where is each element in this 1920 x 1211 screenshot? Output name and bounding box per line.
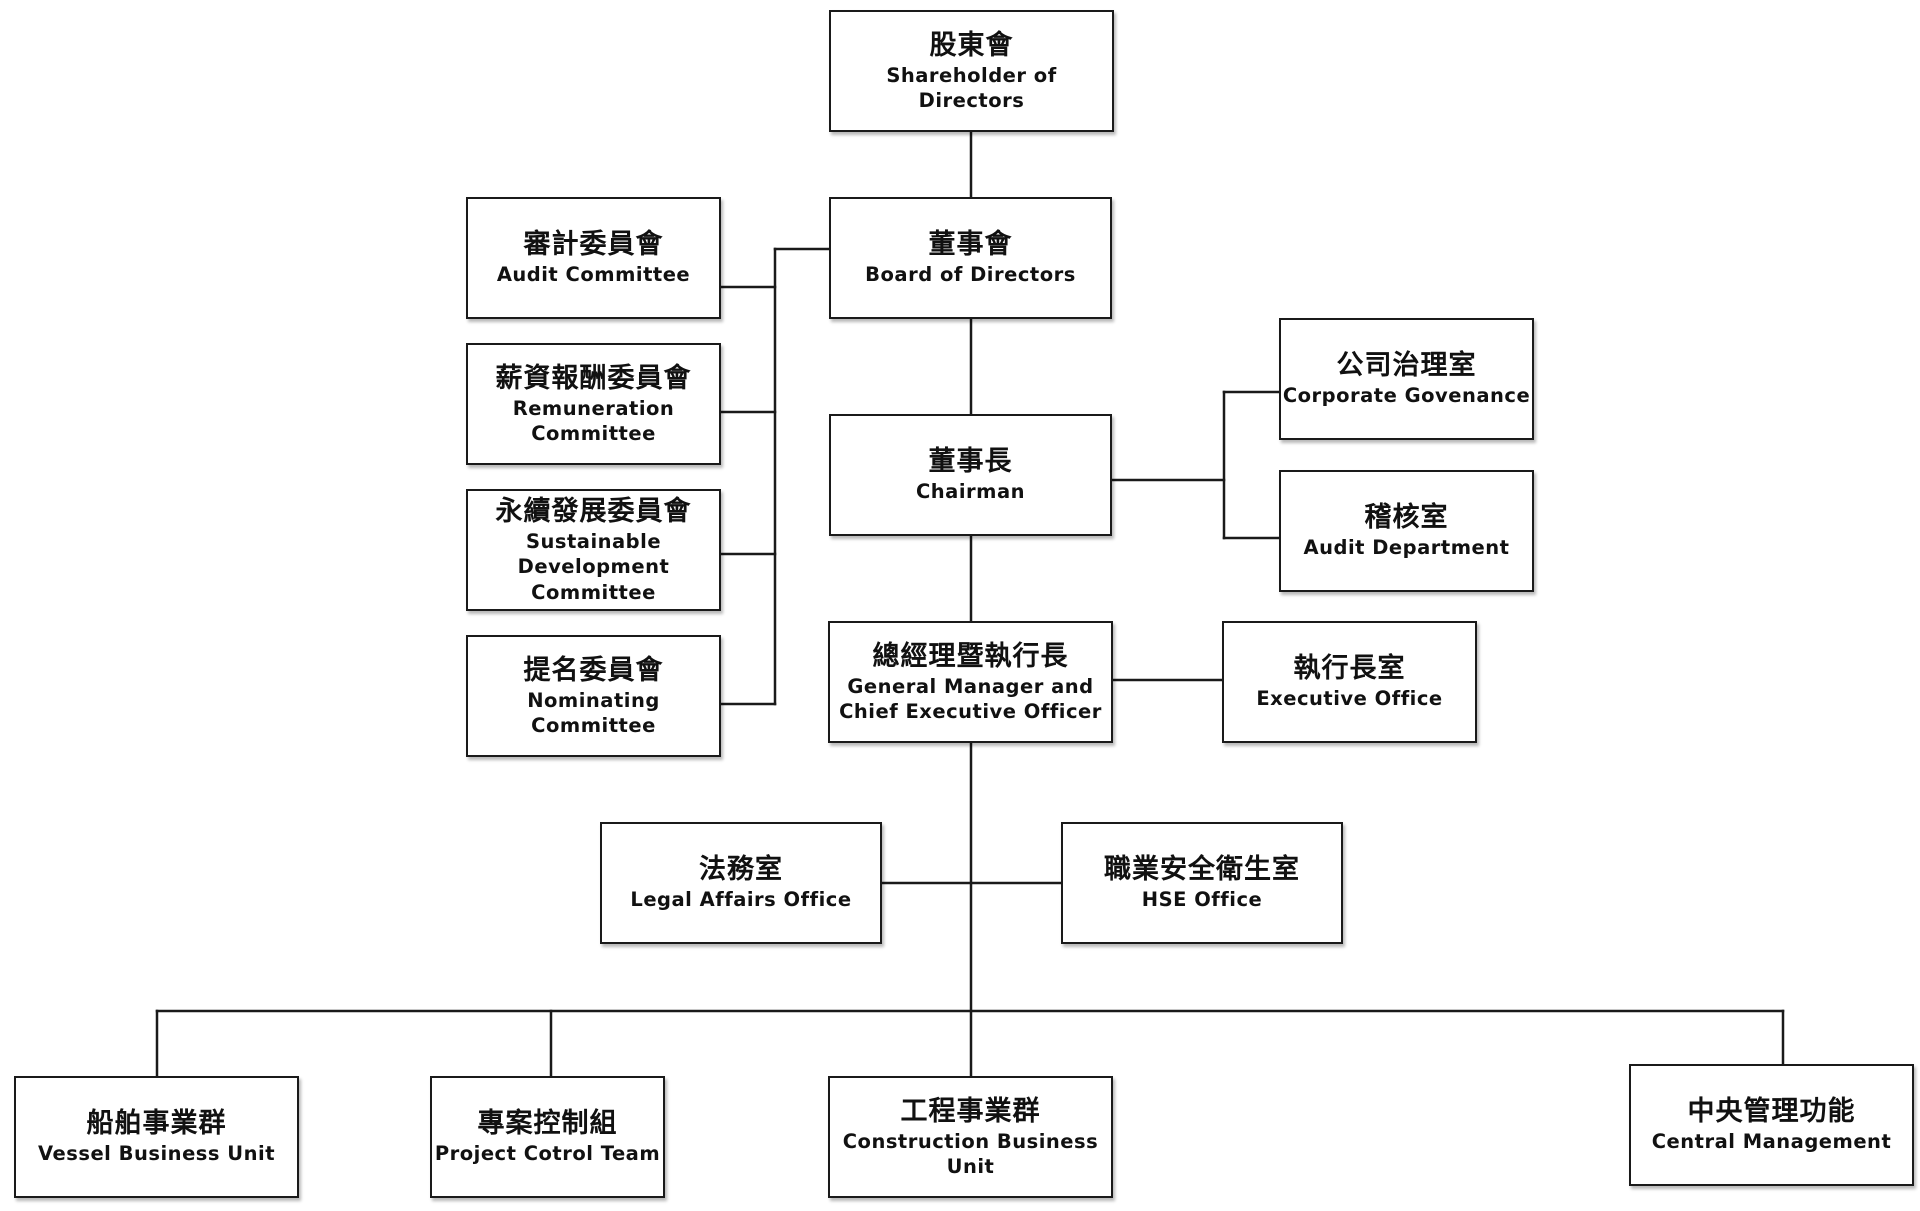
- node-project-zh: 專案控制組: [477, 1108, 618, 1140]
- node-vessel-en: Vessel Business Unit: [37, 1142, 276, 1166]
- node-shareholders-en: Shareholder of Directors: [886, 63, 1057, 112]
- node-project-en: Project Cotrol Team: [434, 1142, 661, 1166]
- node-central-zh: 中央管理功能: [1687, 1096, 1856, 1128]
- node-corporate-governance-zh: 公司治理室: [1336, 350, 1477, 382]
- node-gm-ceo-en: General Manager and Chief Executive Offi…: [839, 674, 1102, 723]
- node-legal-affairs-office: 法務室 Legal Affairs Office: [600, 822, 882, 944]
- node-executive-office-en: Executive Office: [1256, 687, 1443, 711]
- node-chairman-zh: 董事長: [928, 446, 1013, 478]
- node-executive-office: 執行長室 Executive Office: [1222, 621, 1477, 743]
- node-nominating-committee-en: Nominating Committee: [527, 688, 660, 737]
- node-construction-business-unit: 工程事業群 Construction Business Unit: [828, 1076, 1113, 1198]
- node-corporate-governance: 公司治理室 Corporate Govenance: [1279, 318, 1534, 440]
- node-chairman: 董事長 Chairman: [829, 414, 1112, 536]
- node-audit-department-en: Audit Department: [1303, 536, 1510, 560]
- node-gm-ceo-zh: 總經理暨執行長: [872, 640, 1069, 672]
- node-audit-committee: 審計委員會 Audit Committee: [466, 197, 721, 319]
- node-remuneration-committee-zh: 薪資報酬委員會: [495, 362, 692, 394]
- node-remuneration-committee-en: Remuneration Committee: [512, 396, 675, 445]
- node-nominating-committee-zh: 提名委員會: [523, 654, 664, 686]
- node-project-control-team: 專案控制組 Project Cotrol Team: [430, 1076, 665, 1198]
- node-gm-ceo: 總經理暨執行長 General Manager and Chief Execut…: [828, 621, 1113, 743]
- node-vessel-zh: 船舶事業群: [86, 1108, 227, 1140]
- node-hse-en: HSE Office: [1141, 888, 1263, 912]
- node-sustainable-committee-en: Sustainable Development Committee: [517, 529, 670, 604]
- node-executive-office-zh: 執行長室: [1293, 653, 1406, 685]
- node-board-en: Board of Directors: [865, 263, 1076, 287]
- node-legal-en: Legal Affairs Office: [630, 888, 852, 912]
- node-hse-zh: 職業安全衛生室: [1104, 854, 1300, 886]
- node-construction-en: Construction Business Unit: [842, 1129, 1099, 1178]
- node-shareholders-zh: 股東會: [929, 29, 1014, 61]
- node-shareholders: 股東會 Shareholder of Directors: [829, 10, 1114, 132]
- node-remuneration-committee: 薪資報酬委員會 Remuneration Committee: [466, 343, 721, 465]
- node-nominating-committee: 提名委員會 Nominating Committee: [466, 635, 721, 757]
- node-audit-department-zh: 稽核室: [1364, 502, 1449, 534]
- node-audit-committee-zh: 審計委員會: [523, 229, 664, 261]
- node-vessel-business-unit: 船舶事業群 Vessel Business Unit: [14, 1076, 299, 1198]
- node-audit-committee-en: Audit Committee: [496, 263, 691, 287]
- node-chairman-en: Chairman: [915, 480, 1025, 504]
- node-sustainable-development-committee: 永續發展委員會 Sustainable Development Committe…: [466, 489, 721, 611]
- node-legal-zh: 法務室: [699, 854, 783, 886]
- node-board-of-directors: 董事會 Board of Directors: [829, 197, 1112, 319]
- node-central-management: 中央管理功能 Central Management: [1629, 1064, 1914, 1186]
- node-board-zh: 董事會: [928, 229, 1013, 261]
- node-construction-zh: 工程事業群: [900, 1095, 1041, 1127]
- node-audit-department: 稽核室 Audit Department: [1279, 470, 1534, 592]
- node-hse-office: 職業安全衛生室 HSE Office: [1061, 822, 1343, 944]
- node-corporate-governance-en: Corporate Govenance: [1282, 384, 1531, 408]
- node-sustainable-committee-zh: 永續發展委員會: [495, 496, 692, 528]
- node-central-en: Central Management: [1651, 1130, 1892, 1154]
